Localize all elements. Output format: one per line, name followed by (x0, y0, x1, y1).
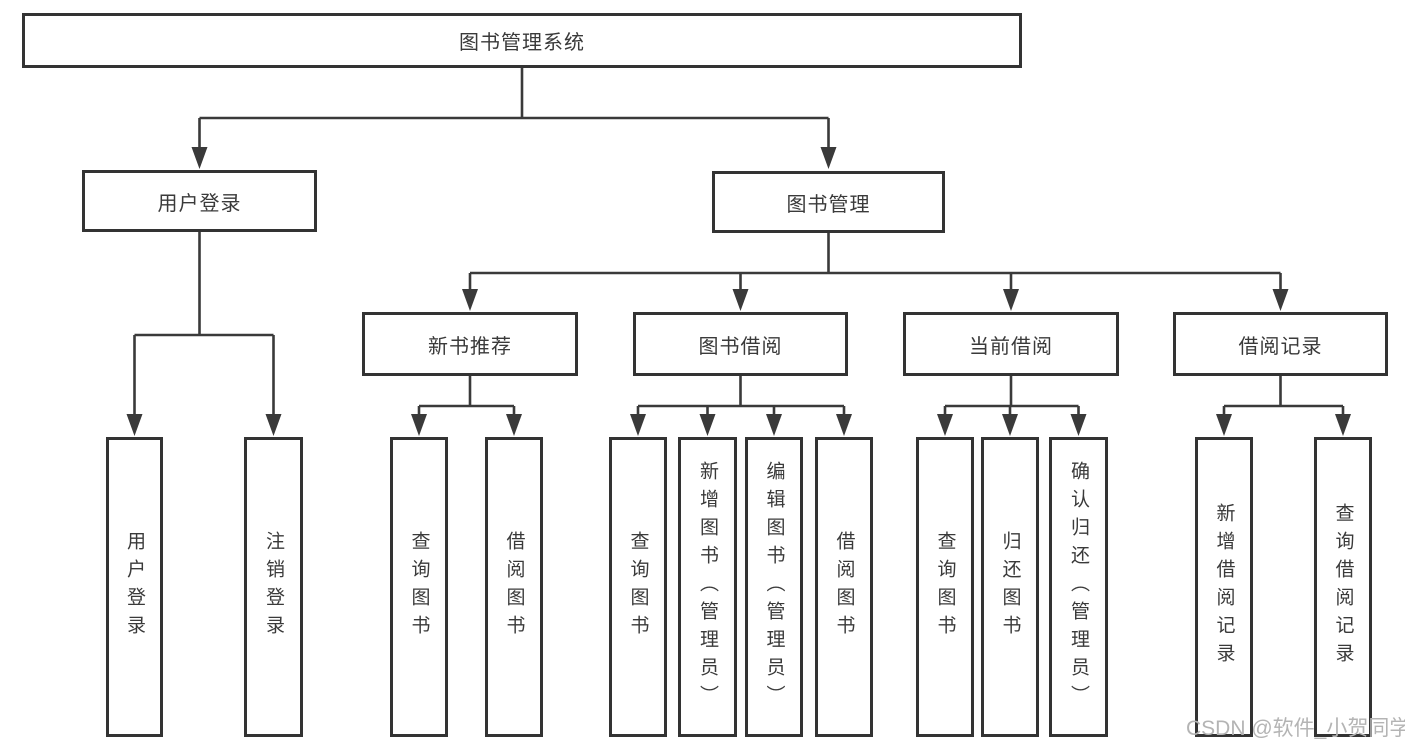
leaf-query-book-recommend-label: 查询图书 (408, 531, 430, 643)
node-new-book-recommend: 新书推荐 (362, 312, 578, 376)
leaf-borrow-book-recommend-label: 借阅图书 (503, 531, 525, 643)
leaf-query-borrow-record-label: 查询借阅记录 (1332, 503, 1354, 671)
leaf-return-book: 归还图书 (981, 437, 1039, 737)
csdn-watermark: CSDN @软件_小贺同学 (1186, 717, 1405, 740)
leaf-edit-book-admin: 编辑图书（管理员） (745, 437, 803, 737)
leaf-add-borrow-record-label: 新增借阅记录 (1213, 503, 1235, 671)
node-book-borrow: 图书借阅 (633, 312, 848, 376)
node-user-login: 用户登录 (82, 170, 317, 232)
leaf-user-login-label: 用户登录 (124, 531, 145, 643)
node-book-management: 图书管理 (712, 171, 945, 233)
leaf-query-borrow-record: 查询借阅记录 (1314, 437, 1372, 737)
node-root-label: 图书管理系统 (459, 32, 585, 54)
leaf-confirm-return-admin-label: 确认归还（管理员） (1068, 461, 1089, 713)
leaf-borrow-book-recommend: 借阅图书 (485, 437, 543, 737)
leaf-logout-label: 注销登录 (263, 531, 284, 643)
node-borrow-record: 借阅记录 (1173, 312, 1388, 376)
node-borrow-record-label: 借阅记录 (1238, 335, 1323, 358)
leaf-query-book-current-label: 查询图书 (934, 531, 956, 643)
node-current-borrow: 当前借阅 (903, 312, 1119, 376)
node-root-library-system: 图书管理系统 (22, 13, 1022, 68)
leaf-borrow-book: 借阅图书 (815, 437, 873, 737)
leaf-query-book-borrow: 查询图书 (609, 437, 667, 737)
leaf-query-book-recommend: 查询图书 (390, 437, 448, 737)
leaf-user-login: 用户登录 (106, 437, 163, 737)
leaf-return-book-label: 归还图书 (999, 531, 1021, 643)
leaf-borrow-book-label: 借阅图书 (833, 531, 855, 643)
leaf-add-book-admin-label: 新增图书（管理员） (697, 461, 718, 713)
node-new-book-recommend-label: 新书推荐 (428, 335, 512, 358)
leaf-add-book-admin: 新增图书（管理员） (678, 437, 737, 737)
leaf-query-book-current: 查询图书 (916, 437, 974, 737)
leaf-add-borrow-record: 新增借阅记录 (1195, 437, 1253, 737)
arrowhead-icons (126, 147, 1351, 436)
leaf-edit-book-admin-label: 编辑图书（管理员） (763, 461, 785, 713)
node-book-borrow-label: 图书借阅 (698, 335, 783, 358)
node-current-borrow-label: 当前借阅 (969, 335, 1053, 358)
node-user-login-label: 用户登录 (157, 192, 242, 215)
leaf-query-book-borrow-label: 查询图书 (627, 531, 649, 643)
leaf-logout: 注销登录 (244, 437, 303, 737)
node-book-management-label: 图书管理 (786, 193, 871, 216)
leaf-confirm-return-admin: 确认归还（管理员） (1049, 437, 1108, 737)
